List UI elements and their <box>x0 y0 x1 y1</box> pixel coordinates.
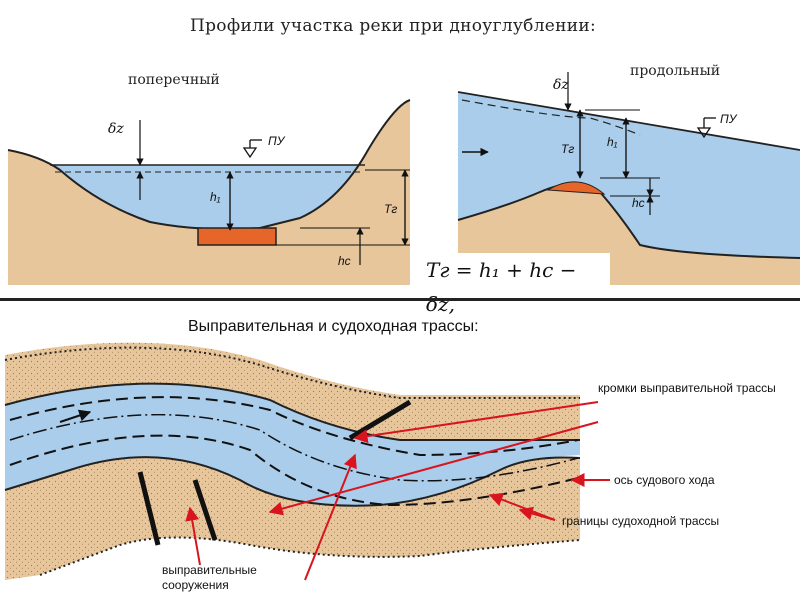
cross-section <box>7 99 411 285</box>
cross-pu-label: ПУ <box>268 134 285 148</box>
plan-river <box>5 383 580 506</box>
label-axis: ось судового хода <box>614 473 715 487</box>
long-hc-label: hс <box>632 196 645 210</box>
plan-title: Выправительная и судоходная трассы: <box>188 318 479 335</box>
plan-lower-bank <box>5 457 580 580</box>
section-divider <box>0 298 800 301</box>
cross-soil <box>8 100 410 285</box>
cross-dredge-cut <box>197 227 277 246</box>
long-dz-label: δz <box>553 77 569 93</box>
depth-formula: Tг = h₁ + hс − δz, <box>420 253 610 316</box>
figure-title: Профили участка реки при дноуглублении: <box>190 16 597 36</box>
cross-tg-label: Tг <box>384 202 398 216</box>
cross-hc-label: hс <box>338 254 351 268</box>
long-pu-label: ПУ <box>720 112 737 126</box>
plan-upper-bank <box>5 342 580 440</box>
plan-structure-3 <box>192 479 218 541</box>
plan-view <box>4 342 610 581</box>
cross-section-caption: поперечный <box>128 72 220 88</box>
cross-dz-label: δz <box>108 121 124 137</box>
plan-axis <box>9 413 579 482</box>
label-bounds: границы судоходной трассы <box>562 514 720 528</box>
long-tg-label: Tг <box>561 142 575 156</box>
long-h1-label: h₁ <box>607 135 618 149</box>
label-structures: выправительные сооружения <box>162 563 257 592</box>
cross-h1-label: h₁ <box>210 190 221 204</box>
long-section-caption: продольный <box>630 63 721 79</box>
plan-structure-2 <box>137 471 161 546</box>
cross-pu-marker <box>242 147 258 159</box>
label-edges: кромки выправительной трассы <box>598 381 776 395</box>
plan-channel-lower-bound <box>9 434 579 507</box>
long-bed-line <box>457 182 800 259</box>
long-dredge-cut <box>546 181 606 195</box>
